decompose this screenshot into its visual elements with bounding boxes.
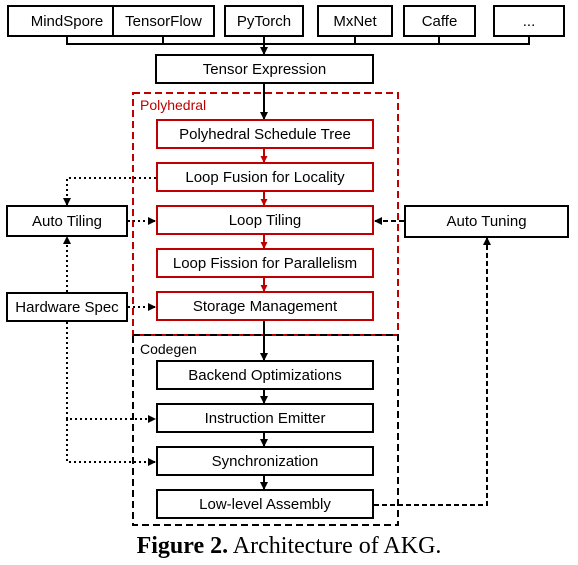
codegen-label: Codegen	[140, 341, 197, 357]
framework-tensorflow: TensorFlow	[112, 5, 215, 37]
storage-management-box: Storage Management	[156, 291, 374, 321]
caption-text: Architecture of AKG.	[228, 533, 442, 559]
arrow-hwspec-to-sync	[66, 419, 156, 466]
low-level-assembly-box: Low-level Assembly	[156, 489, 374, 519]
loop-fission-box: Loop Fission for Parallelism	[156, 248, 374, 278]
codegen-region	[132, 334, 399, 526]
arrow-fusion-to-autotiling	[63, 177, 156, 206]
framework-more: ...	[493, 5, 565, 37]
loop-fusion-box: Loop Fusion for Locality	[156, 162, 374, 192]
backend-optimizations-box: Backend Optimizations	[156, 360, 374, 390]
framework-mxnet: MxNet	[317, 5, 393, 37]
framework-mindspore: MindSpore	[7, 5, 127, 37]
loop-tiling-box: Loop Tiling	[156, 205, 374, 235]
caption-prefix: Figure 2.	[136, 533, 229, 559]
arrow-assembly-to-autotuning	[374, 237, 491, 506]
polyhedral-schedule-tree-box: Polyhedral Schedule Tree	[156, 119, 374, 149]
instruction-emitter-box: Instruction Emitter	[156, 403, 374, 433]
framework-pytorch: PyTorch	[224, 5, 304, 37]
arrow-hwspec-to-emitter	[66, 322, 156, 423]
figure-caption: Figure 2. Architecture of AKG.	[0, 534, 578, 558]
polyhedral-label: Polyhedral	[140, 97, 207, 113]
tensor-expression-box: Tensor Expression	[155, 54, 374, 84]
auto-tiling-box: Auto Tiling	[6, 205, 128, 237]
auto-tuning-box: Auto Tuning	[404, 205, 569, 238]
hardware-spec-box: Hardware Spec	[6, 292, 128, 322]
synchronization-box: Synchronization	[156, 446, 374, 476]
frameworks-bus	[66, 37, 530, 55]
framework-caffe: Caffe	[403, 5, 476, 37]
